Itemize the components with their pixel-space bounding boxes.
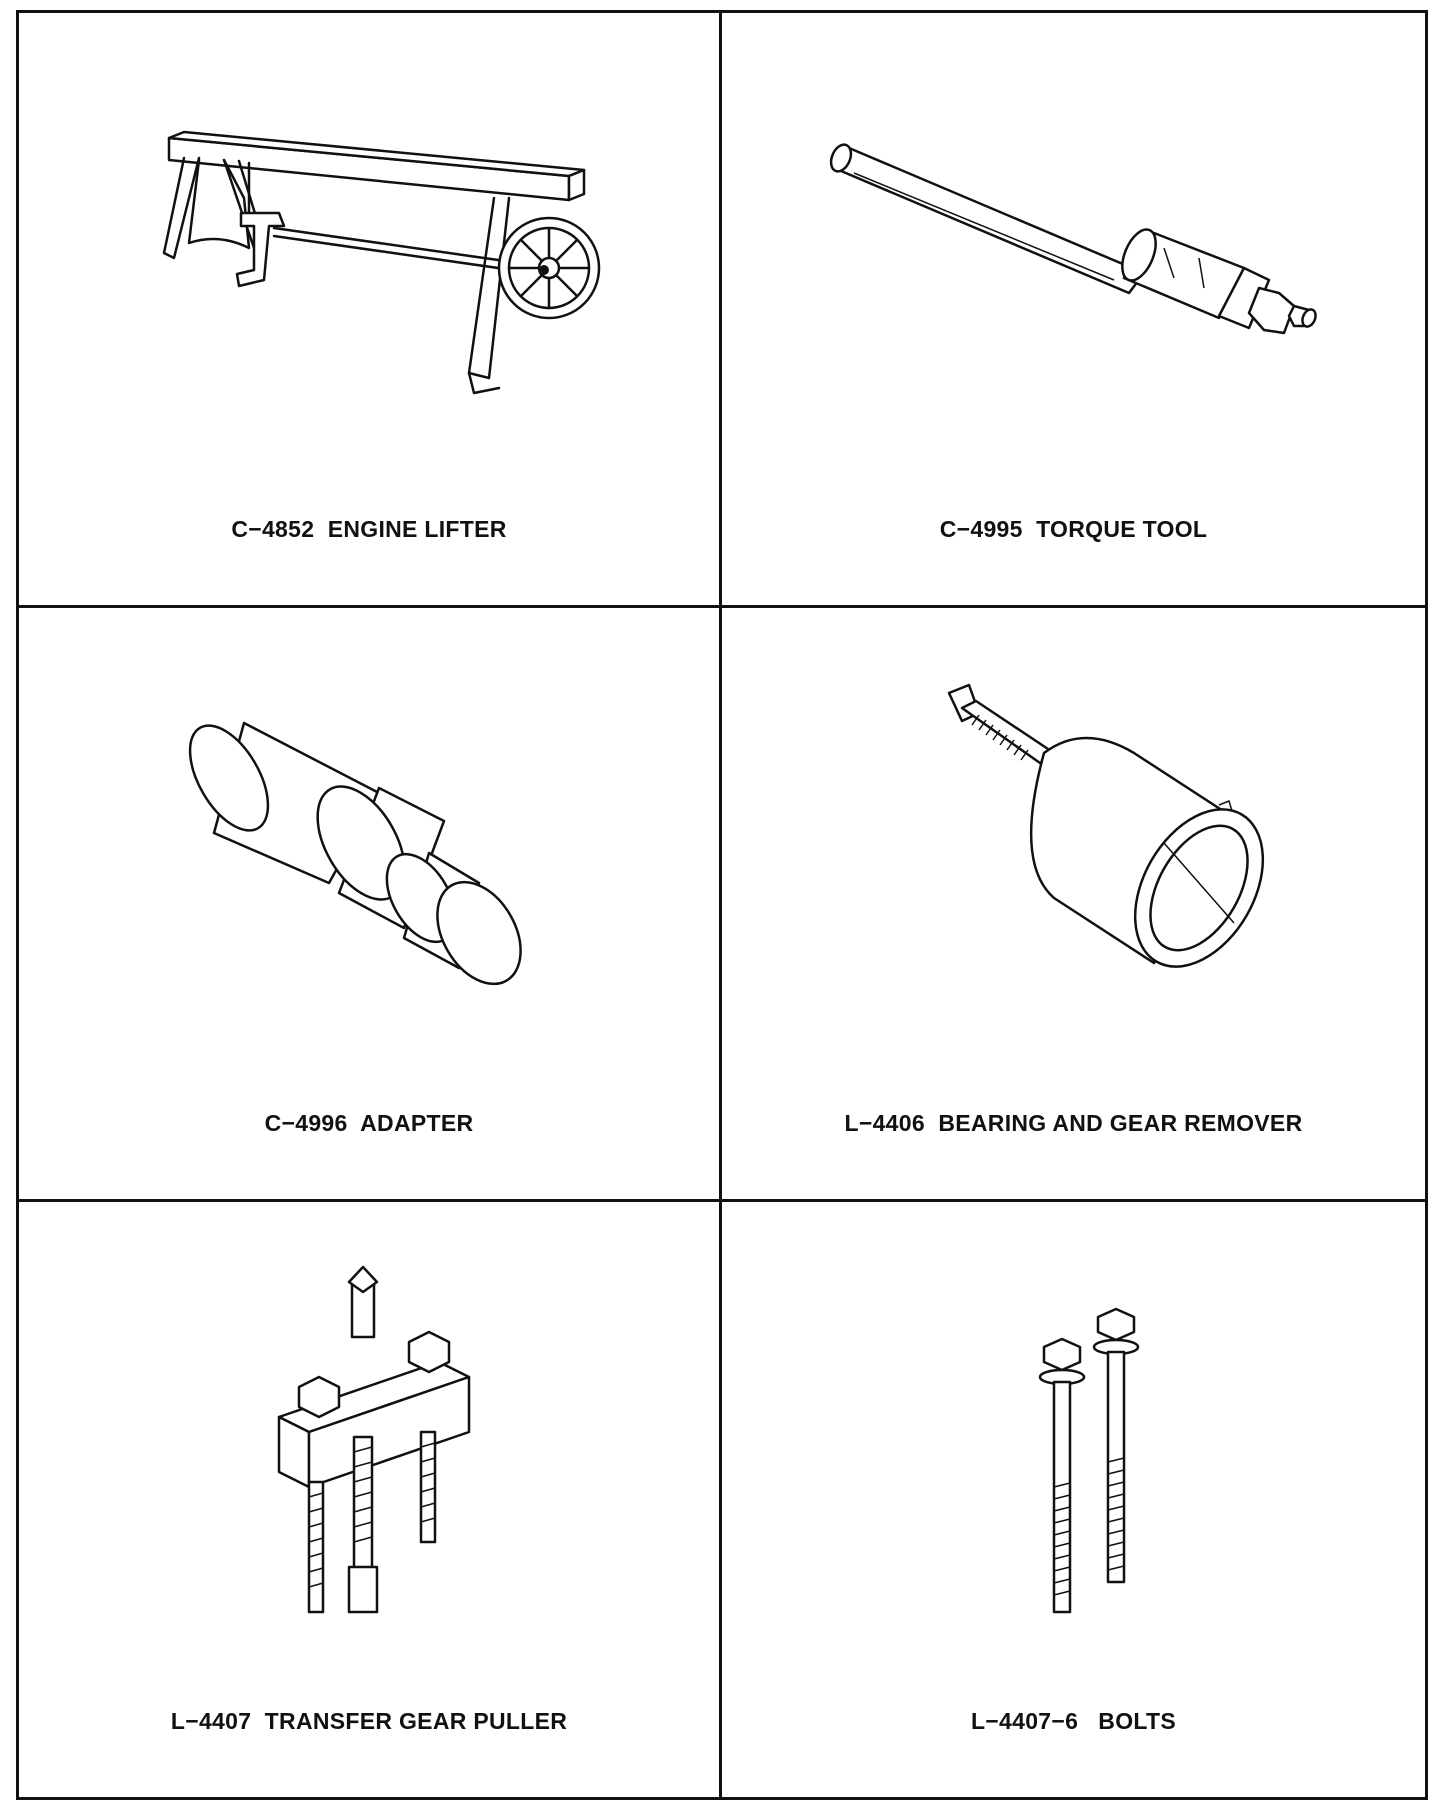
tool-grid: C−4852 ENGINE LIFTER — [19, 13, 1425, 1797]
tool-caption: C−4996 ADAPTER — [264, 1110, 474, 1137]
tool-caption: C−4852 ENGINE LIFTER — [231, 515, 507, 542]
tool-cell-bolts: L−4407−6 BOLTS — [722, 1202, 1425, 1797]
bolts-icon — [722, 1232, 1425, 1662]
tool-cell-torque-tool: C−4995 TORQUE TOOL — [722, 13, 1425, 608]
tool-caption: L−4407−6 BOLTS — [970, 1708, 1177, 1734]
tool-cell-bearing-gear-remover: L−4406 BEARING AND GEAR REMOVER — [722, 608, 1425, 1203]
torque-tool-icon — [722, 43, 1425, 473]
adapter-icon — [19, 638, 719, 1068]
tool-cell-adapter: C−4996 ADAPTER — [19, 607, 722, 1203]
transfer-gear-puller-icon — [19, 1232, 719, 1662]
tool-caption: L−4407 TRANSFER GEAR PULLER — [170, 1708, 568, 1734]
tool-sheet: C−4852 ENGINE LIFTER — [16, 10, 1428, 1800]
tool-cell-engine-lifter: C−4852 ENGINE LIFTER — [19, 13, 722, 608]
tool-cell-transfer-gear-puller: L−4407 TRANSFER GEAR PULLER — [19, 1202, 722, 1797]
bearing-gear-remover-icon — [722, 638, 1425, 1068]
tool-caption: L−4406 BEARING AND GEAR REMOVER — [844, 1110, 1303, 1137]
engine-lifter-icon — [19, 43, 719, 473]
tool-caption: C−4995 TORQUE TOOL — [939, 515, 1208, 542]
